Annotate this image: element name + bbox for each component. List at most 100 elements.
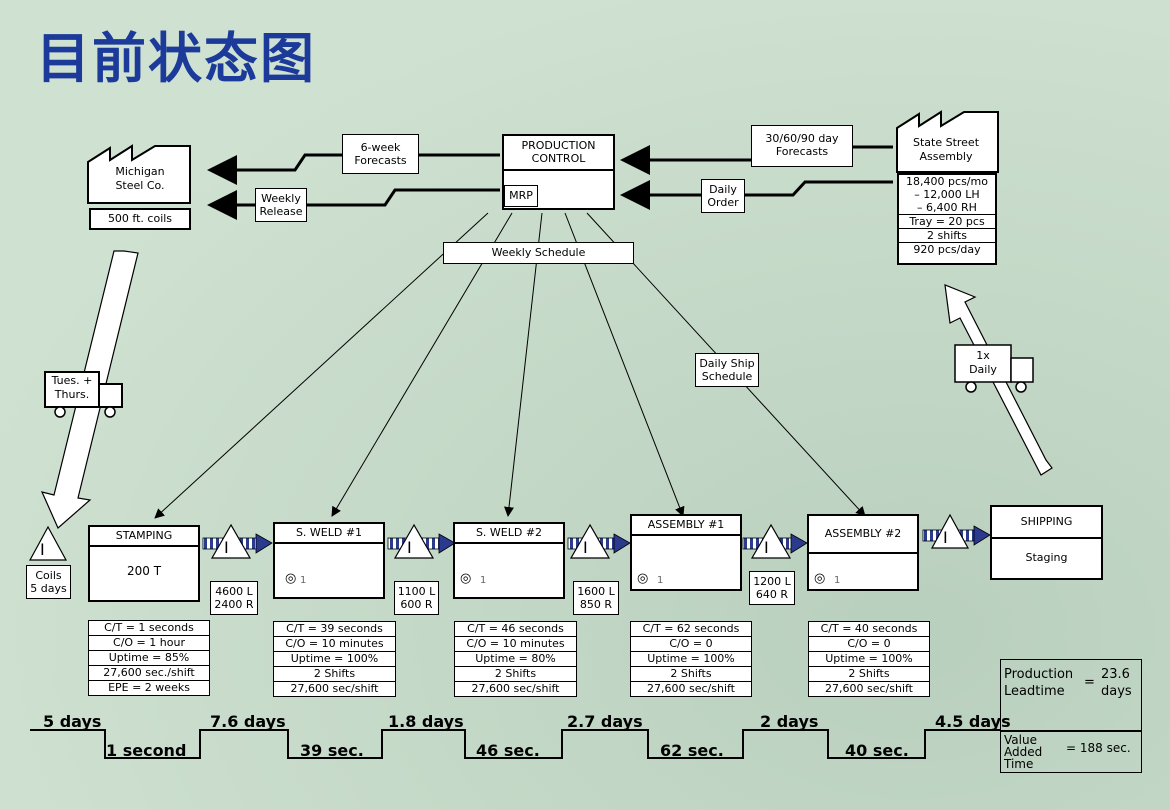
page-title: 目前状态图 [36,26,316,90]
supplier-name: Michigan Steel Co. [100,165,180,193]
operator-icon: ◎ [285,571,297,586]
inventory-assy2-label: 1200 L 640 R [749,571,795,605]
customer-data-line: 2 shifts [899,229,995,243]
inventory-assy1-label: 1600 L 850 R [573,581,619,615]
data-box-line: C/T = 39 seconds [274,622,395,637]
customer-data-line: – 12,000 LH [914,188,980,201]
timeline-wait: 1.8 days [388,712,464,731]
data-box-line: C/O = 0 [809,637,929,652]
timeline-process-time: 40 sec. [845,741,909,760]
timeline-wait: 5 days [43,712,102,731]
inventory-weld2-label: 1100 L 600 R [394,581,439,615]
mrp-label: MRP [504,185,538,207]
process-name: ASSEMBLY #2 [809,516,917,554]
data-box-stamping: C/T = 1 seconds C/O = 1 hour Uptime = 85… [88,620,210,696]
supplier-name-line1: Michigan [115,165,165,178]
data-box-line: C/O = 10 minutes [274,637,395,652]
data-box-assembly1: C/T = 62 seconds C/O = 0 Uptime = 100% 2… [630,621,752,697]
data-box-line: C/T = 1 seconds [89,621,209,636]
data-box-line: 27,600 sec./shift [89,666,209,681]
customer-data-line: – 6,400 RH [899,201,995,215]
customer-name-line2: Assembly [919,150,973,163]
truck-out-label: 1x Daily [969,349,997,376]
data-box-line: Uptime = 100% [274,652,395,667]
data-box-line: C/T = 62 seconds [631,622,751,637]
process-body: Staging [1025,551,1068,564]
supplier-factory-icon [87,144,191,204]
inventory-icon: I [583,538,588,557]
process-weld2: S. WELD #2 ◎ 1 [453,522,565,599]
inventory-weld1-label: 4600 L 2400 R [210,581,258,615]
data-box-line: EPE = 2 weeks [108,681,190,694]
forecasts-6week-label: 6-week Forecasts [342,134,419,174]
supplier-name-line2: Steel Co. [115,179,165,192]
data-box-line: 2 Shifts [631,667,751,682]
data-box-line: 27,600 sec/shift [290,682,379,695]
timeline-process-time: 46 sec. [476,741,540,760]
leadtime-equals: = [1084,675,1095,690]
customer-data-demand: 18,400 pcs/mo – 12,000 LH – 6,400 RH [899,175,995,215]
timeline-wait: 7.6 days [210,712,286,731]
data-box-line: C/O = 1 hour [89,636,209,651]
raw-inventory-label: Coils 5 days [26,565,71,599]
data-box-line: 27,600 sec/shift [647,682,735,695]
data-box-weld2: C/T = 46 seconds C/O = 10 minutes Uptime… [454,621,577,697]
inventory-icon: I [943,528,948,547]
operator-icon: ◎ [460,571,472,586]
value-added-value: = 188 sec. [1066,741,1131,755]
process-assembly1: ASSEMBLY #1 ◎ 1 [630,514,742,591]
daily-order-line [620,180,893,210]
operator-icon: ◎ [814,571,826,586]
data-box-weld1: C/T = 39 seconds C/O = 10 minutes Uptime… [273,621,396,697]
daily-order-label: Daily Order [701,179,745,213]
supplier-spec: 500 ft. coils [89,208,191,230]
forecasts-30-60-90-label: 30/60/90 day Forecasts [751,125,853,167]
customer-data-line: 920 pcs/day [913,243,981,256]
weekly-schedule-label: Weekly Schedule [443,242,634,264]
data-box-line: Uptime = 100% [631,652,751,667]
schedule-line-stamping [154,212,489,519]
inventory-icon: I [40,540,45,559]
data-box-line: 27,600 sec/shift [471,682,560,695]
process-name: S. WELD #1 [275,524,383,544]
data-box-line: 2 Shifts [809,667,929,682]
value-added-summary: Value Added Time = 188 sec. [1000,731,1142,773]
leadtime-label: Production Leadtime [1004,667,1074,699]
customer-data-line: Tray = 20 pcs [899,215,995,229]
data-box-line: C/O = 10 minutes [455,637,576,652]
truck-in-label: Tues. + Thurs. [51,374,93,401]
data-box-assembly2: C/T = 40 seconds C/O = 0 Uptime = 100% 2… [808,621,930,697]
process-body: 200 T [126,564,162,578]
data-box-line: C/T = 40 seconds [809,622,929,637]
customer-name: State Street Assembly [900,136,992,164]
weekly-release-line [207,188,500,220]
data-box-line: Uptime = 100% [809,652,929,667]
process-shipping: SHIPPING Staging [990,505,1103,580]
process-name: STAMPING [90,527,198,547]
timeline-wait: 2.7 days [567,712,643,731]
production-control-line2: CONTROL [531,152,586,165]
timeline-wait: 4.5 days [935,712,1011,731]
inventory-icon: I [407,538,412,557]
process-stamping: STAMPING 200 T [88,525,200,602]
timeline-process-time: 62 sec. [660,741,724,760]
leadtime-summary: Production Leadtime = 23.6 days [1000,659,1142,731]
inventory-icon: I [224,538,229,557]
timeline-wait: 2 days [760,712,819,731]
customer-factory-icon [896,110,999,173]
process-name: S. WELD #2 [455,524,563,544]
operator-count: 1 [300,575,307,586]
inventory-icon: I [764,538,769,557]
data-box-line: C/O = 0 [631,637,751,652]
data-box-line: 2 Shifts [455,667,576,682]
customer-data-box: 18,400 pcs/mo – 12,000 LH – 6,400 RH Tra… [897,173,997,265]
data-box-line: Uptime = 85% [89,651,209,666]
production-control-line1: PRODUCTION [521,139,596,152]
value-added-label: Value Added Time [1004,733,1043,771]
data-box-line: 2 Shifts [274,667,395,682]
operator-count: 1 [657,575,664,586]
weekly-release-label: Weekly Release [255,188,307,222]
process-name: SHIPPING [992,507,1101,539]
operator-count: 1 [834,575,841,586]
